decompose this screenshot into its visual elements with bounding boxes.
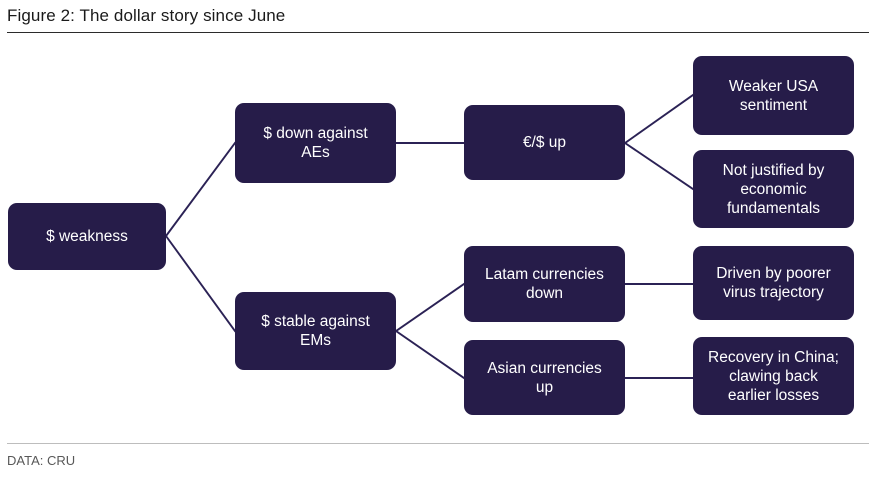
node-weaker-usa-sentiment[interactable]: Weaker USA sentiment (693, 56, 854, 135)
data-source-note: DATA: CRU (7, 453, 76, 468)
edge-eurusd-to-weaker-usa (623, 93, 695, 145)
edge-stable-ems-to-latam (394, 282, 466, 333)
node-asian-currencies-up[interactable]: Asian currencies up (464, 340, 625, 415)
node-label: $ down against AEs (263, 125, 368, 161)
node-label: Recovery in China; clawing back earlier … (708, 348, 839, 404)
figure-title-bar: Figure 2: The dollar story since June (0, 0, 882, 34)
edge-root-to-stable-ems (164, 234, 237, 333)
edge-stable-ems-to-asian (394, 329, 466, 380)
node-label: Latam currencies down (485, 266, 604, 302)
node-driven-by-poorer-virus-trajectory[interactable]: Driven by poorer virus trajectory (693, 246, 854, 320)
node-label: $ stable against EMs (261, 313, 370, 349)
node-label: Not justified by economic fundamentals (722, 161, 825, 217)
connector-lines (164, 93, 695, 380)
node-dollar-stable-against-ems[interactable]: $ stable against EMs (235, 292, 396, 370)
node-dollar-weakness[interactable]: $ weakness (8, 203, 166, 270)
node-label: €/$ up (522, 134, 567, 151)
flowchart-canvas: $ weakness $ down against AEs $ stable a… (0, 34, 882, 443)
node-label: Asian currencies up (487, 359, 602, 396)
node-label: Driven by poorer virus trajectory (716, 265, 831, 301)
node-label: $ weakness (46, 228, 128, 245)
title-divider (7, 32, 869, 33)
node-latam-currencies-down[interactable]: Latam currencies down (464, 246, 625, 322)
footer-divider (7, 443, 869, 444)
node-euro-dollar-up[interactable]: €/$ up (464, 105, 625, 180)
node-label: Weaker USA sentiment (728, 77, 819, 114)
edge-root-to-down-aes (164, 141, 237, 238)
edge-eurusd-to-not-justified (623, 141, 695, 191)
node-not-justified-by-fundamentals[interactable]: Not justified by economic fundamentals (693, 150, 854, 228)
node-recovery-in-china[interactable]: Recovery in China; clawing back earlier … (693, 337, 854, 415)
node-dollar-down-against-aes[interactable]: $ down against AEs (235, 103, 396, 183)
page-title: Figure 2: The dollar story since June (7, 6, 286, 25)
